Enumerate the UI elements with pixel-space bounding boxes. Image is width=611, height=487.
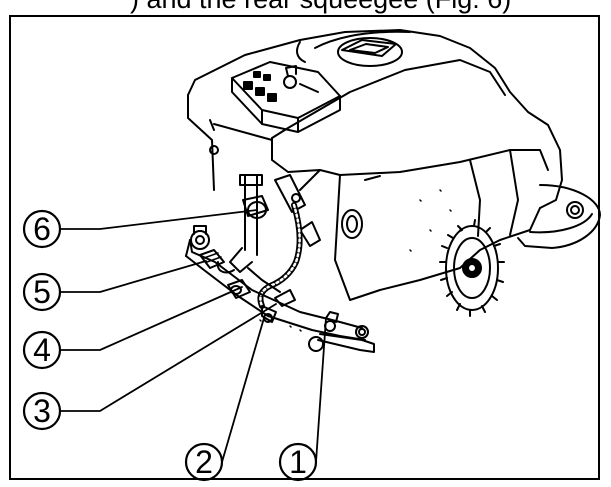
leader-line-2 — [221, 317, 265, 463]
callout-circle-1 — [278, 442, 318, 482]
callout-label-6: 6 — [33, 211, 51, 247]
leader-lines — [59, 209, 327, 463]
caption-clip: ) and the rear squeegee (Fig. 6) — [0, 0, 611, 16]
callout-circle-6 — [22, 209, 62, 249]
figure-caption: ) and the rear squeegee (Fig. 6) — [130, 0, 511, 14]
callout-label-3: 3 — [33, 393, 51, 429]
rear-squeegee — [185, 225, 375, 353]
callout-label-5: 5 — [33, 274, 51, 310]
callout-circle-2 — [184, 442, 224, 482]
rear-wheel — [439, 219, 505, 317]
leader-line-3 — [59, 303, 277, 412]
callout-label-1: 1 — [289, 444, 307, 480]
callout-label-2: 2 — [195, 444, 213, 480]
callout-circles — [22, 209, 318, 482]
scrubber-body — [187, 29, 563, 301]
callout-label-4: 4 — [33, 332, 51, 368]
leader-line-1 — [315, 317, 327, 463]
side-brush-deck — [517, 184, 601, 249]
leader-line-4 — [59, 286, 243, 351]
callout-circle-3 — [22, 391, 62, 431]
leader-line-6 — [59, 209, 258, 230]
callout-circle-5 — [22, 272, 62, 312]
leader-line-5 — [59, 260, 207, 293]
callout-circle-4 — [22, 330, 62, 370]
